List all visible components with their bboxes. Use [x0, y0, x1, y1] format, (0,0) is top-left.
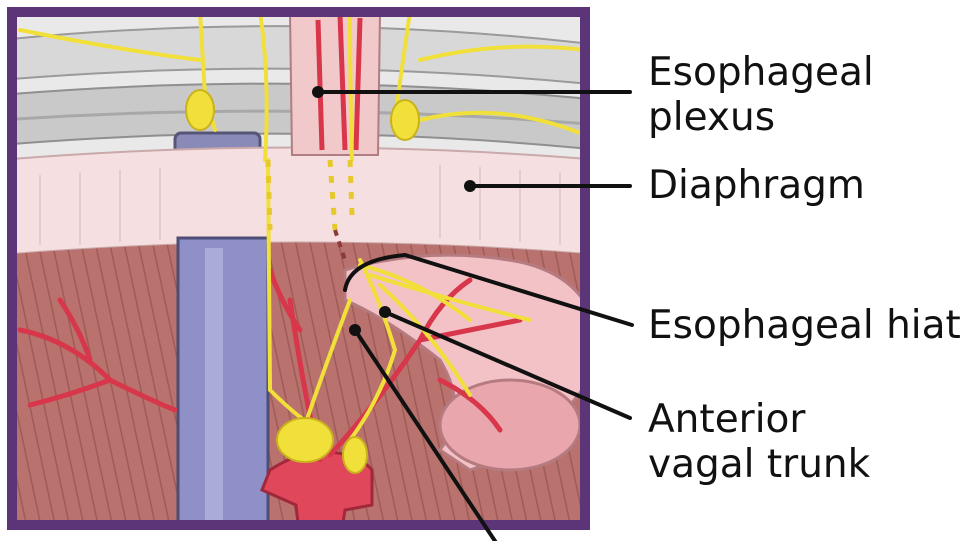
label-esophageal-plexus: Esophageal plexus: [648, 50, 874, 140]
label-anterior-vagal-trunk-line1: Anterior: [648, 397, 870, 442]
diaphragm: [0, 148, 600, 256]
esophagus-thoracic: [290, 12, 380, 155]
label-diaphragm: Diaphragm: [648, 163, 865, 208]
label-anterior-vagal-trunk-line2: vagal trunk: [648, 442, 870, 487]
label-esophageal-hiatus: Esophageal hiatu: [648, 303, 961, 348]
label-esophageal-plexus-line2: plexus: [648, 95, 874, 140]
label-esophageal-plexus-line1: Esophageal: [648, 50, 874, 95]
label-anterior-vagal-trunk: Anterior vagal trunk: [648, 397, 870, 487]
